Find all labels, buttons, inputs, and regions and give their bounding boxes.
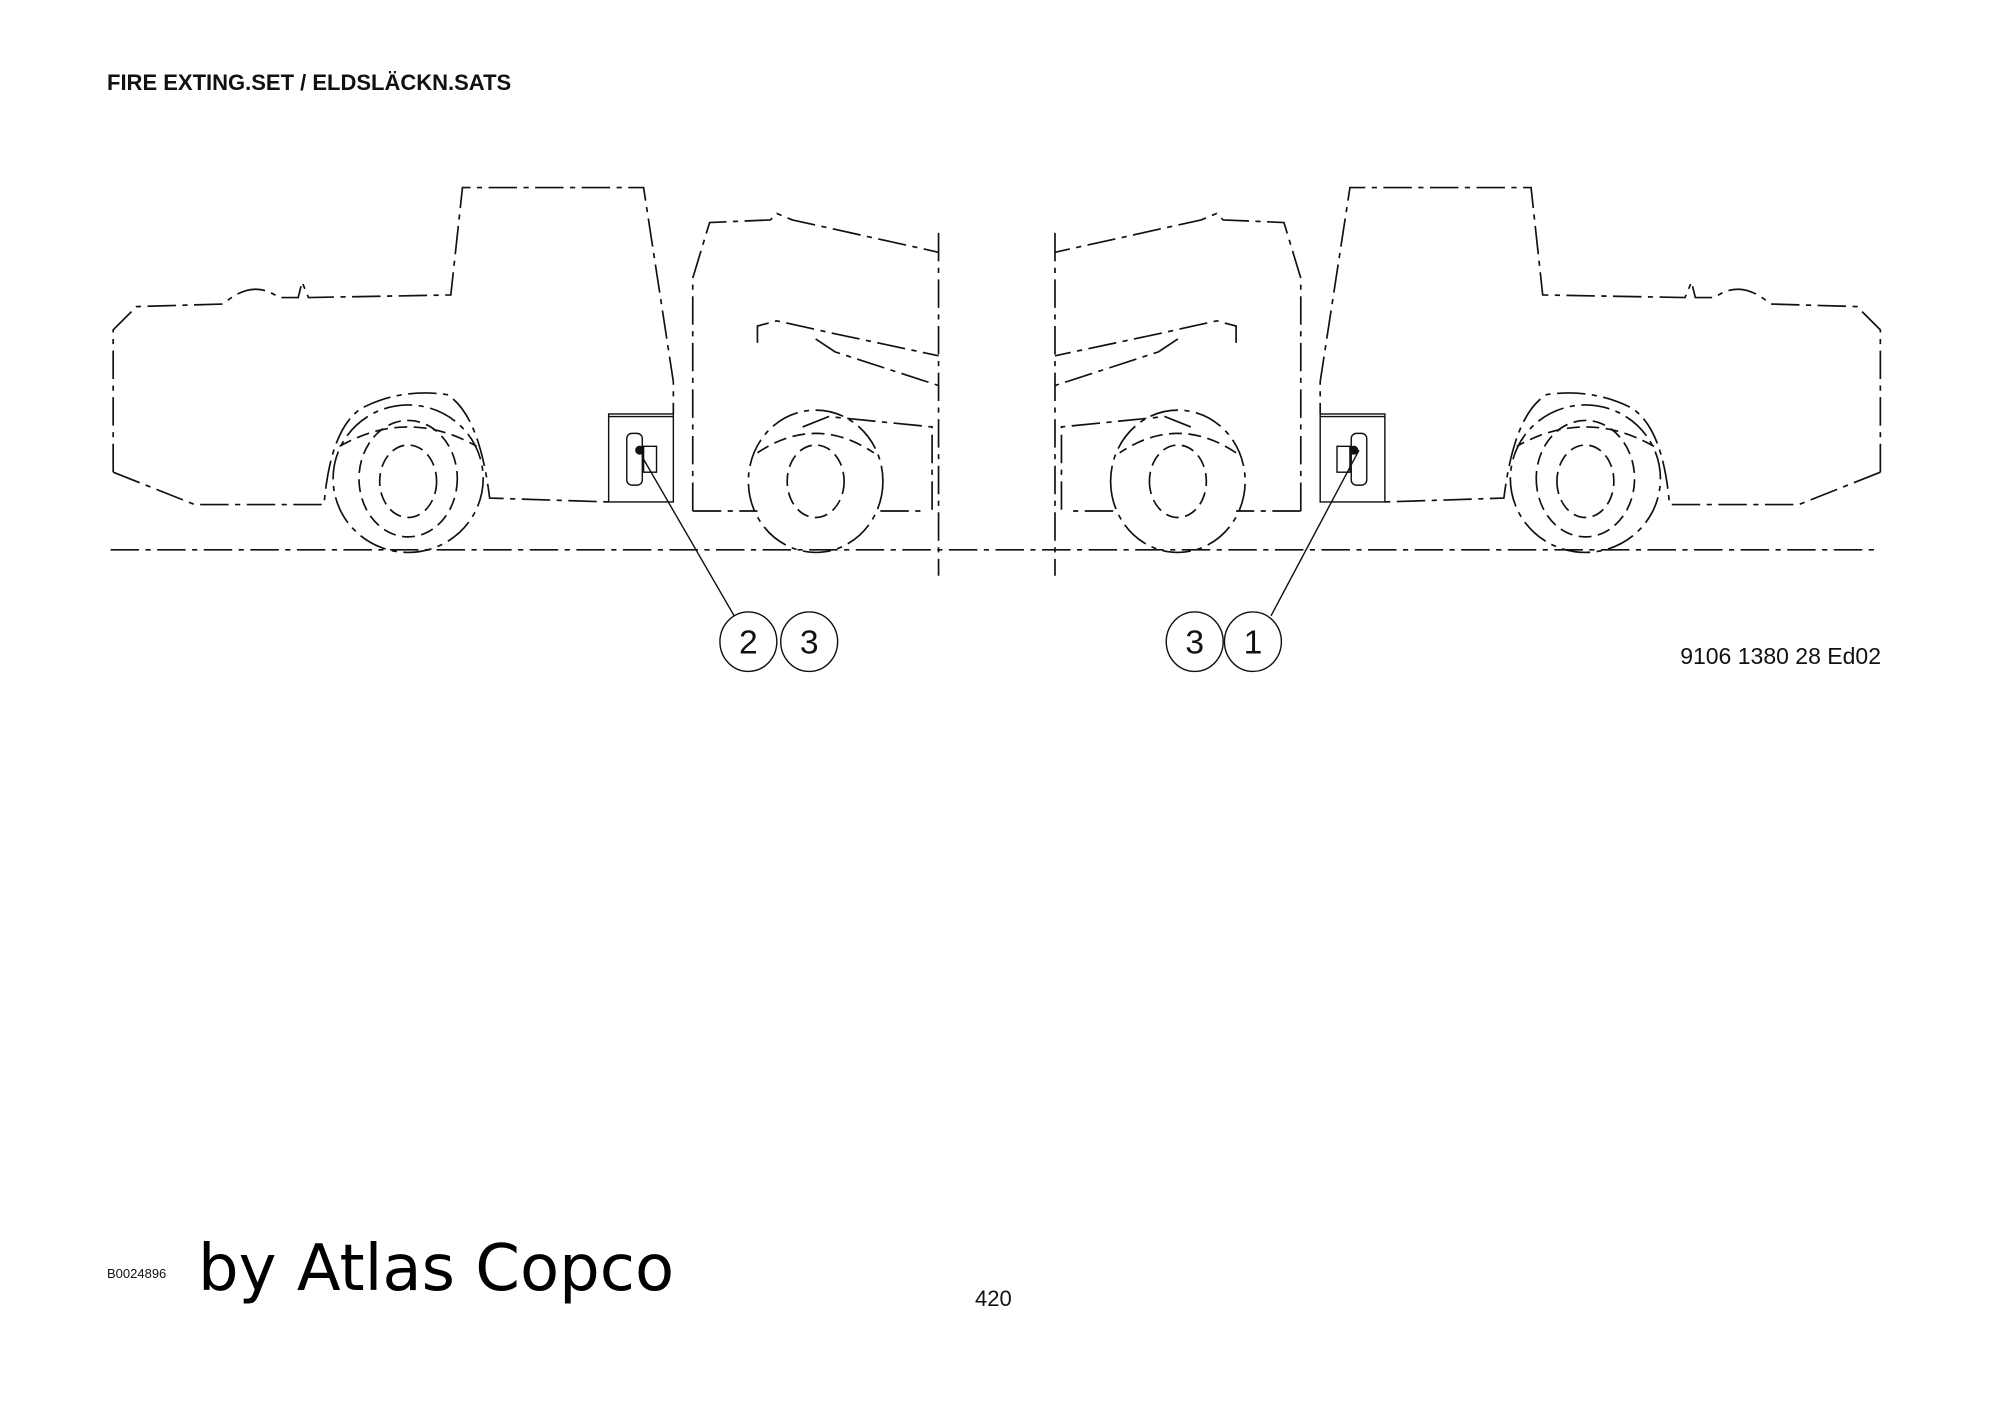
callout-number: 2 (739, 624, 758, 661)
callout-right-2: 1 (1223, 611, 1283, 673)
callout-left-2: 3 (780, 611, 839, 673)
callout-number: 3 (1185, 624, 1204, 661)
callout-right-1: 3 (1165, 611, 1224, 673)
callout-number: 1 (1244, 624, 1263, 661)
leader-line-right (1270, 449, 1360, 617)
drawing-number: 9106 1380 28 Ed02 (1680, 643, 1881, 669)
callout-left-1: 2 (719, 611, 778, 673)
page-title: FIRE EXTING.SET / ELDSLÄCKN.SATS (107, 70, 512, 95)
callout-number: 3 (800, 624, 819, 661)
brand-text: by Atlas Copco (198, 1232, 675, 1306)
truck-left-view (112, 186, 940, 577)
leader-line-left (642, 458, 735, 617)
image-id: B0024896 (107, 1266, 167, 1281)
page-number: 420 (975, 1286, 1012, 1311)
truck-right-view (1054, 186, 1882, 577)
